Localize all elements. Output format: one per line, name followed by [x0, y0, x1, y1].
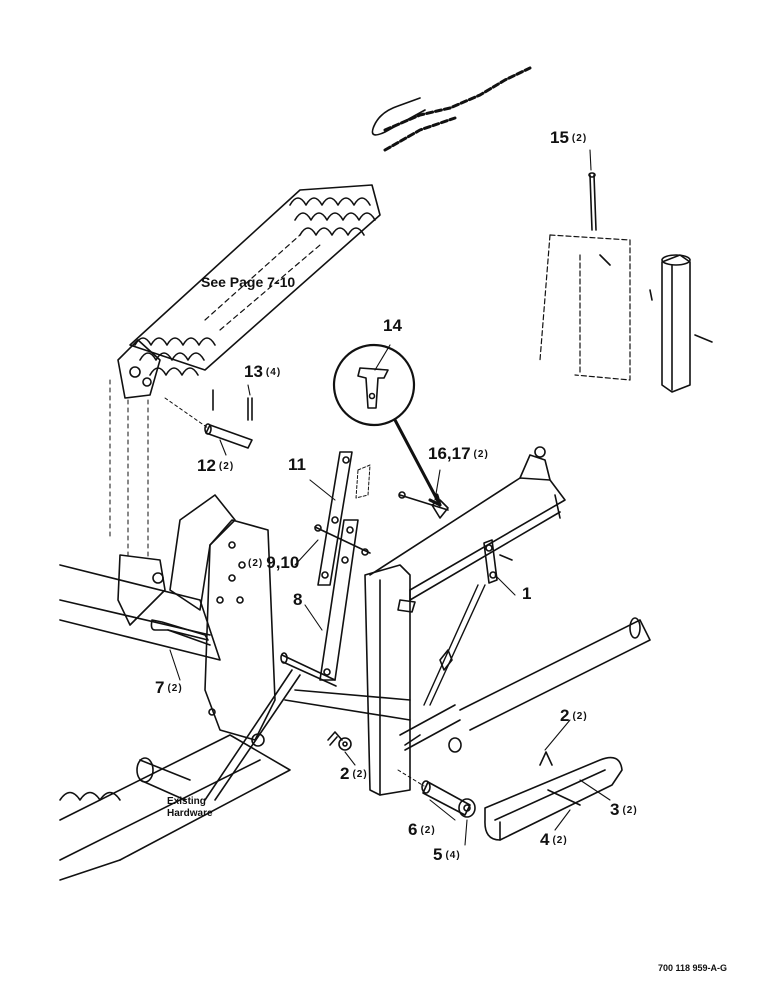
callout-16-17: 16,17(2) [428, 444, 489, 464]
callout-8-number: 8 [293, 590, 303, 609]
callout-4-qty: (2) [552, 835, 568, 847]
callout-11: 11 [288, 455, 306, 475]
bolt-16-17 [398, 491, 449, 519]
callout-9-10-number: 9,10 [266, 553, 300, 572]
frame-column [284, 446, 566, 796]
drawing-number: 700 118 959-A-G [658, 963, 728, 973]
callout-1: 1 [522, 584, 531, 604]
callout-4: 4(2) [540, 830, 568, 850]
callout-5-qty: (4) [445, 850, 461, 862]
callout-1-number: 1 [522, 584, 532, 603]
callout-6-number: 6 [408, 820, 418, 839]
callout-6-qty: (2) [420, 825, 436, 837]
callout-5: 5(4) [433, 845, 461, 865]
callout-15-qty: (2) [571, 133, 588, 145]
callout-7-number: 7 [155, 678, 165, 697]
callout-13-qty: (4) [265, 367, 282, 379]
pin-6 [397, 769, 471, 816]
bolt-9-10 [314, 524, 371, 556]
pin-12 [164, 397, 253, 449]
callout-2-left-number: 2 [340, 764, 350, 783]
callout-2-left: 2(2) [340, 764, 368, 784]
link-11 [317, 451, 371, 586]
callout-3-number: 3 [610, 800, 620, 819]
callout-7: 7(2) [155, 678, 183, 698]
callout-7-qty: (2) [167, 683, 183, 695]
shield-3 [484, 751, 623, 841]
spring-assembly [109, 66, 532, 561]
callout-2-right: 2(2) [560, 706, 588, 726]
link-8 [319, 519, 359, 681]
callout-9-10-qty: (2) [248, 558, 264, 570]
callout-9-10: (2)9,10 [248, 553, 299, 573]
existing-hardware-label: Existing Hardware [167, 796, 213, 820]
cotter-pin-13 [212, 389, 253, 421]
callout-16-17-qty: (2) [473, 449, 489, 461]
existing-hardware-bolt [204, 652, 337, 801]
existing-hardware-line2: Hardware [167, 808, 213, 819]
callout-5-number: 5 [433, 845, 443, 864]
callout-2-right-qty: (2) [572, 711, 588, 723]
callout-4-number: 4 [540, 830, 550, 849]
inset-pin-15 [539, 172, 713, 393]
callout-14: 14 [383, 316, 402, 336]
inset-bracket-14 [332, 343, 442, 507]
callout-15: 15(2) [550, 128, 587, 148]
callout-3: 3(2) [610, 800, 638, 820]
callout-14-number: 14 [383, 316, 402, 335]
callout-6: 6(2) [408, 820, 436, 840]
washer-5 [458, 798, 476, 818]
header-frame [59, 494, 291, 881]
callout-11-number: 11 [288, 455, 306, 474]
existing-hardware-line1: Existing [167, 796, 206, 807]
callout-8: 8 [293, 590, 302, 610]
callout-3-qty: (2) [622, 805, 638, 817]
callout-13-number: 13 [244, 362, 263, 381]
callout-12: 12(2) [197, 456, 234, 476]
callout-15-number: 15 [550, 128, 569, 147]
leader-lines [169, 149, 611, 846]
callout-2-left-qty: (2) [352, 769, 368, 781]
callout-13: 13(4) [244, 362, 281, 382]
callout-12-number: 12 [197, 456, 216, 475]
callout-12-qty: (2) [218, 461, 235, 473]
reference-note: See Page 7-10 [201, 274, 296, 290]
callout-2-right-number: 2 [560, 706, 570, 725]
hook-pin-7 [150, 619, 211, 646]
lift-cylinder [399, 617, 651, 753]
callout-16-17-number: 16,17 [428, 444, 471, 463]
hitch-pin-2-left [327, 731, 352, 751]
